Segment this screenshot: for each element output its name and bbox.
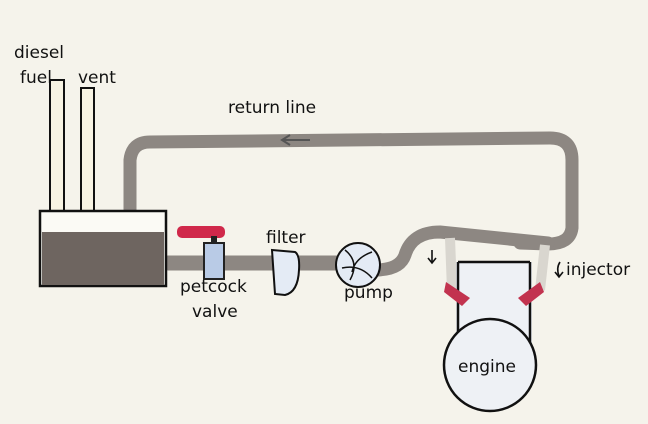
filter [270, 248, 301, 297]
label-fuel: fuel [20, 68, 52, 88]
fuel-tank [38, 209, 168, 288]
label-vent: vent [78, 68, 116, 88]
injector-pipe-right [535, 244, 550, 291]
label-valve: valve [192, 302, 238, 322]
diesel-fuel-pipe [49, 79, 65, 213]
return-line-arrow-icon [280, 134, 310, 146]
label-return-line: return line [228, 98, 316, 118]
injector-left [444, 282, 470, 306]
pump-outlet-pipe [368, 225, 555, 277]
engine [442, 260, 538, 413]
down-arrow-icon [427, 250, 437, 265]
pump [335, 242, 381, 288]
label-engine: engine [458, 357, 516, 377]
label-filter: filter [266, 228, 306, 248]
label-diesel: diesel [14, 43, 64, 63]
injector-arrow-icon [554, 261, 564, 279]
injector-pipe-left [445, 237, 457, 291]
return-line-pipe [123, 131, 579, 251]
label-pump: pump [344, 283, 393, 303]
vent-pipe [80, 87, 95, 213]
injector-right [518, 282, 544, 306]
petcock-valve [177, 226, 225, 280]
label-injector: injector [566, 260, 630, 280]
label-petcock: petcock [180, 277, 247, 297]
